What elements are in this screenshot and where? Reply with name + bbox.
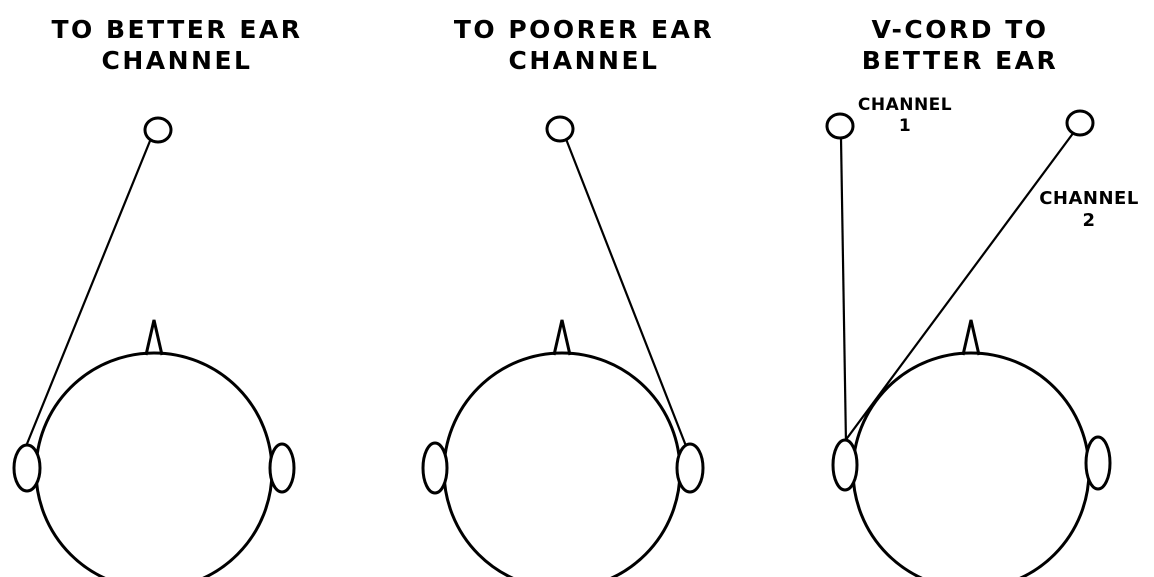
panel-1-nose bbox=[146, 320, 162, 355]
panel-3-head bbox=[853, 353, 1089, 577]
panel-1-right-ear bbox=[270, 444, 294, 492]
panel-2-left-ear bbox=[423, 443, 447, 493]
panel-3-left-ear bbox=[833, 440, 857, 490]
panel-3-microphone-2 bbox=[1067, 111, 1093, 135]
panel-3-drawing bbox=[827, 111, 1110, 577]
panel-2-head bbox=[444, 353, 680, 577]
panel-2-microphone bbox=[547, 117, 573, 141]
panel-1-drawing bbox=[14, 118, 294, 577]
panel-1-head bbox=[36, 353, 272, 577]
panel-2-drawing bbox=[423, 117, 703, 577]
panel-3-right-ear bbox=[1086, 437, 1110, 489]
panel-3-cord-channel-1 bbox=[841, 138, 846, 444]
panel-2-nose bbox=[554, 320, 570, 355]
panel-1-microphone bbox=[145, 118, 171, 142]
panel-2-right-ear bbox=[677, 444, 703, 492]
panel-3-nose bbox=[963, 320, 979, 355]
panel-1-cord bbox=[18, 136, 152, 466]
panel-3-microphone-1 bbox=[827, 114, 853, 138]
panel-2-cord bbox=[566, 139, 686, 446]
panel-1-left-ear bbox=[14, 445, 40, 491]
